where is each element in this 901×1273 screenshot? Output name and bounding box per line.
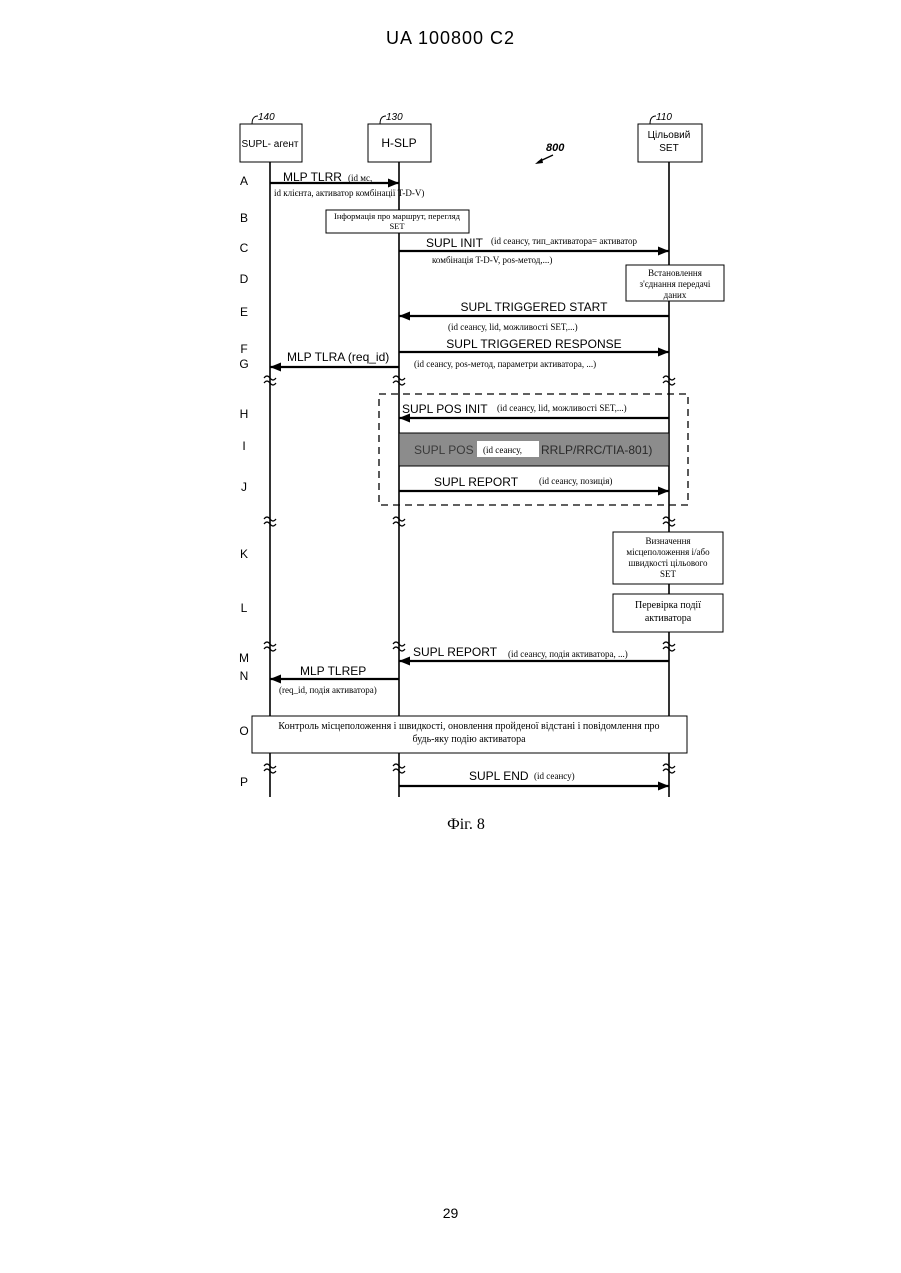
msg-n-params: (req_id, подія активатора) <box>279 685 377 695</box>
row-label-j: J <box>241 480 247 494</box>
entity-supl-agent-label: SUPL- агент <box>242 139 299 150</box>
msg-e-title: SUPL TRIGGERED START <box>461 300 609 314</box>
msg-m-arrow-head <box>399 657 410 666</box>
figure-number: 800 <box>546 142 565 154</box>
page-number: 29 <box>0 1205 901 1221</box>
row-label-a: A <box>240 174 248 188</box>
msg-p-params: (id сеансу) <box>534 771 575 781</box>
msg-f-params: (id сеансу, pos-метод, параметри активат… <box>414 359 596 369</box>
msg-c-title: SUPL INIT <box>426 236 484 250</box>
row-label-p: P <box>240 775 248 789</box>
row-label-i: I <box>242 439 245 453</box>
row-label-l: L <box>241 601 248 615</box>
msg-g-title: MLP TLRA (req_id) <box>287 350 389 364</box>
entity-target-set-ref: 110 <box>656 112 672 123</box>
msg-c-arrow-head <box>658 247 669 256</box>
entity-h-slp-label: H-SLP <box>381 136 416 150</box>
msg-h-params: (id сеансу, lid, можливості SET,...) <box>497 403 627 413</box>
msg-j-arrow-head <box>658 487 669 496</box>
msg-e-arrow-head <box>399 312 410 321</box>
msg-i-params2: RRLP/RRC/TIA-801) <box>541 443 652 457</box>
row-label-g: G <box>239 357 248 371</box>
row-label-b: B <box>240 211 248 225</box>
msg-a-arrow-head <box>388 179 399 188</box>
msg-a-title: MLP TLRR <box>283 170 342 184</box>
row-label-m: M <box>239 651 249 665</box>
msg-e-params: (id сеансу, lid, можливості SET,...) <box>448 322 578 332</box>
row-label-e: E <box>240 305 248 319</box>
row-label-o: O <box>239 724 248 738</box>
msg-n-arrow-head <box>270 675 281 684</box>
msg-j-title: SUPL REPORT <box>434 475 519 489</box>
msg-f-title: SUPL TRIGGERED RESPONSE <box>446 337 621 351</box>
entity-supl-agent-ref: 140 <box>258 112 275 123</box>
entity-h-slp-ref: 130 <box>386 112 403 123</box>
msg-i-title: SUPL POS <box>414 443 474 457</box>
msg-c-params1: (id сеансу, тип_активатора= активатор <box>491 236 638 246</box>
msg-m-title: SUPL REPORT <box>413 645 498 659</box>
row-label-k: K <box>240 547 248 561</box>
figure-caption: Фіг. 8 <box>447 816 485 833</box>
msg-j-params: (id сеансу, позиція) <box>539 476 612 486</box>
msg-g-arrow-head <box>270 363 281 372</box>
msg-i-params1: (id сеансу, <box>483 445 522 455</box>
msg-a-params1: (id мс, <box>348 173 372 183</box>
row-label-d: D <box>240 272 249 286</box>
msg-c-params2: комбінація T-D-V, pos-метод,...) <box>432 255 552 265</box>
msg-h-title: SUPL POS INIT <box>402 402 488 416</box>
row-label-c: C <box>240 241 249 255</box>
msg-n-title: MLP TLREP <box>300 664 366 678</box>
row-label-n: N <box>240 669 249 683</box>
msg-p-title: SUPL END <box>469 769 529 783</box>
msg-m-params: (id сеансу, подія активатора, ...) <box>508 649 628 659</box>
msg-f-arrow-head <box>658 348 669 357</box>
figure-number-arrowhead <box>535 158 543 164</box>
msg-p-arrow-head <box>658 782 669 791</box>
row-label-h: H <box>240 407 249 421</box>
msg-a-params2: id клієнта, активатор комбінації T-D-V) <box>274 188 424 198</box>
row-label-f: F <box>240 342 247 356</box>
